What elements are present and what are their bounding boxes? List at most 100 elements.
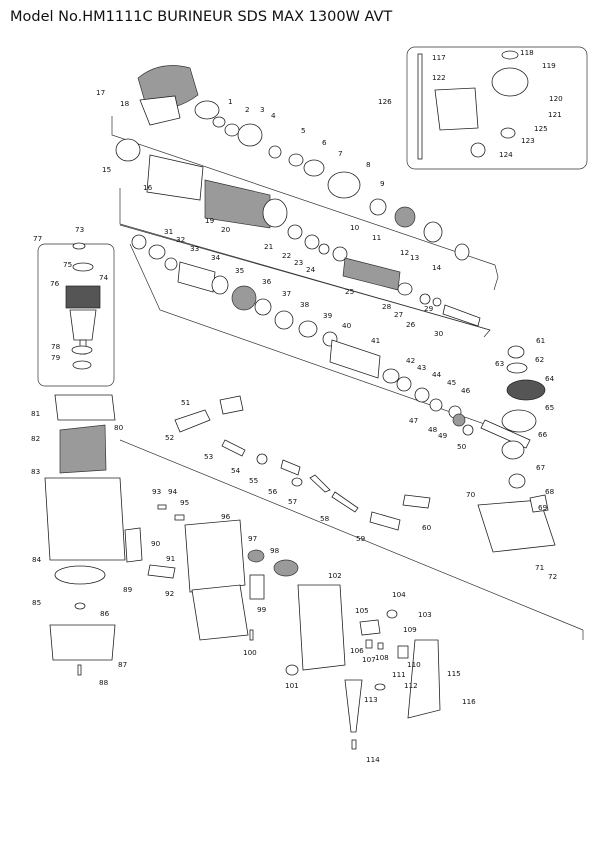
part-label-25: 25	[345, 287, 354, 296]
part-label-97: 97	[248, 534, 257, 543]
part-label-88: 88	[99, 678, 109, 687]
part-label-48: 48	[428, 425, 438, 434]
part-label-30: 30	[434, 329, 444, 338]
part-label-29: 29	[424, 304, 434, 313]
part-label-46: 46	[461, 386, 471, 395]
mechanism-row-3	[382, 368, 531, 449]
part-label-71: 71	[535, 563, 544, 572]
part-label-67: 67	[536, 463, 545, 472]
part-label-85: 85	[32, 598, 41, 607]
part-label-39: 39	[323, 311, 333, 320]
part-label-102: 102	[328, 571, 342, 580]
part-label-21: 21	[264, 242, 273, 251]
part-label-22: 22	[282, 251, 291, 260]
part-label-40: 40	[342, 321, 352, 330]
part-label-13: 13	[410, 253, 419, 262]
part-label-55: 55	[249, 476, 258, 485]
part-label-79: 79	[51, 353, 61, 362]
part-label-12: 12	[400, 248, 409, 257]
part-label-16: 16	[143, 183, 153, 192]
part-label-114: 114	[366, 755, 380, 764]
part-label-2: 2	[245, 105, 250, 114]
part-label-70: 70	[466, 490, 476, 499]
part-label-95: 95	[180, 498, 189, 507]
part-label-115: 115	[447, 669, 461, 678]
switch-rod-group	[174, 395, 431, 531]
part-label-105: 105	[355, 606, 369, 615]
part-label-101: 101	[285, 681, 299, 690]
part-label-23: 23	[294, 258, 303, 267]
part-label-119: 119	[542, 61, 556, 70]
part-label-78: 78	[51, 342, 61, 351]
part-label-10: 10	[350, 223, 360, 232]
part-label-44: 44	[432, 370, 442, 379]
part-label-9: 9	[380, 179, 385, 188]
part-label-15: 15	[102, 165, 111, 174]
part-label-7: 7	[338, 149, 343, 158]
part-label-122: 122	[432, 73, 446, 82]
part-label-8: 8	[366, 160, 371, 169]
part-label-52: 52	[165, 433, 174, 442]
part-label-72: 72	[548, 572, 557, 581]
part-label-1: 1	[228, 97, 233, 106]
part-label-93: 93	[152, 487, 161, 496]
part-label-91: 91	[166, 554, 175, 563]
part-label-34: 34	[211, 253, 221, 262]
part-label-73: 73	[75, 225, 84, 234]
part-label-113: 113	[364, 695, 378, 704]
mechanism-row-1	[287, 224, 481, 327]
part-label-4: 4	[271, 111, 276, 120]
part-label-56: 56	[268, 487, 278, 496]
part-label-76: 76	[50, 279, 60, 288]
part-label-24: 24	[306, 265, 316, 274]
part-label-45: 45	[447, 378, 456, 387]
part-label-11: 11	[372, 233, 381, 242]
part-label-43: 43	[417, 363, 426, 372]
part-label-42: 42	[406, 356, 415, 365]
part-label-92: 92	[165, 589, 174, 598]
part-label-20: 20	[221, 225, 231, 234]
part-label-61: 61	[536, 336, 545, 345]
part-label-96: 96	[221, 512, 231, 521]
part-label-53: 53	[204, 452, 213, 461]
part-label-103: 103	[418, 610, 432, 619]
part-label-80: 80	[114, 423, 124, 432]
part-label-82: 82	[31, 434, 40, 443]
part-label-126: 126	[378, 97, 392, 106]
part-label-116: 116	[462, 697, 476, 706]
part-label-110: 110	[407, 660, 421, 669]
part-label-14: 14	[432, 263, 442, 272]
part-label-33: 33	[190, 244, 199, 253]
field-housing-group	[44, 394, 126, 676]
part-label-60: 60	[422, 523, 432, 532]
part-label-123: 123	[521, 136, 535, 145]
part-label-87: 87	[118, 660, 127, 669]
part-label-109: 109	[403, 625, 417, 634]
part-label-19: 19	[205, 216, 215, 225]
part-label-57: 57	[288, 497, 297, 506]
part-label-100: 100	[243, 648, 257, 657]
part-label-26: 26	[406, 320, 416, 329]
part-label-36: 36	[262, 277, 272, 286]
part-label-51: 51	[181, 398, 190, 407]
part-label-64: 64	[545, 374, 555, 383]
part-label-124: 124	[499, 150, 513, 159]
gear-housing-group	[477, 345, 556, 553]
motor-housing-group	[124, 504, 299, 641]
part-label-83: 83	[31, 467, 40, 476]
part-label-94: 94	[168, 487, 178, 496]
part-label-74: 74	[99, 273, 109, 282]
part-label-41: 41	[371, 336, 380, 345]
part-label-37: 37	[282, 289, 291, 298]
part-label-99: 99	[257, 605, 267, 614]
part-label-75: 75	[63, 260, 72, 269]
part-label-49: 49	[438, 431, 448, 440]
part-label-111: 111	[392, 670, 406, 679]
part-label-47: 47	[409, 416, 418, 425]
part-label-54: 54	[231, 466, 241, 475]
part-label-62: 62	[535, 355, 544, 364]
part-label-90: 90	[151, 539, 161, 548]
part-label-118: 118	[520, 48, 534, 57]
